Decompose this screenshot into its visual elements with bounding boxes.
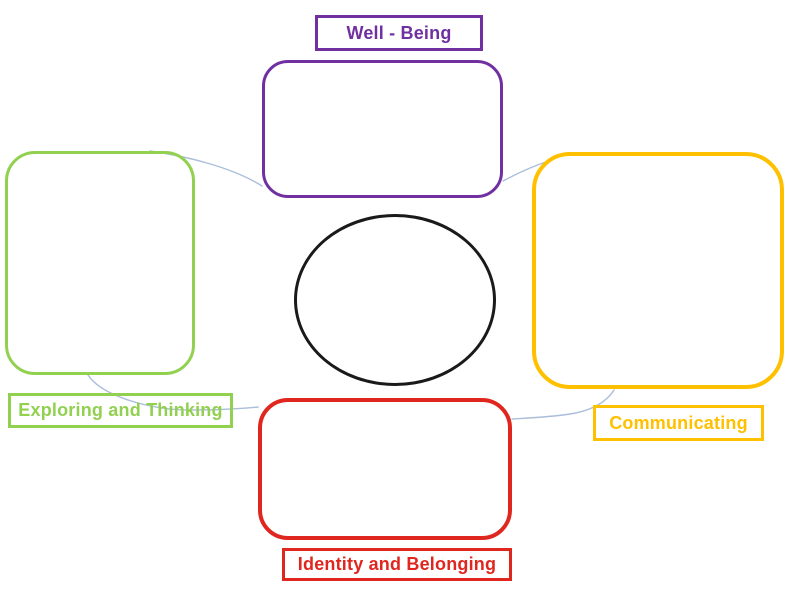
node-box-well-being xyxy=(262,60,503,198)
node-box-exploring-and-thinking xyxy=(5,151,195,375)
label-identity-and-belonging: Identity and Belonging xyxy=(282,548,512,581)
node-box-identity-and-belonging xyxy=(258,398,512,540)
node-box-communicating xyxy=(532,152,784,389)
label-exploring-and-thinking: Exploring and Thinking xyxy=(8,393,233,428)
label-communicating: Communicating xyxy=(593,405,764,441)
label-well-being: Well - Being xyxy=(315,15,483,51)
center-ellipse xyxy=(294,214,496,386)
